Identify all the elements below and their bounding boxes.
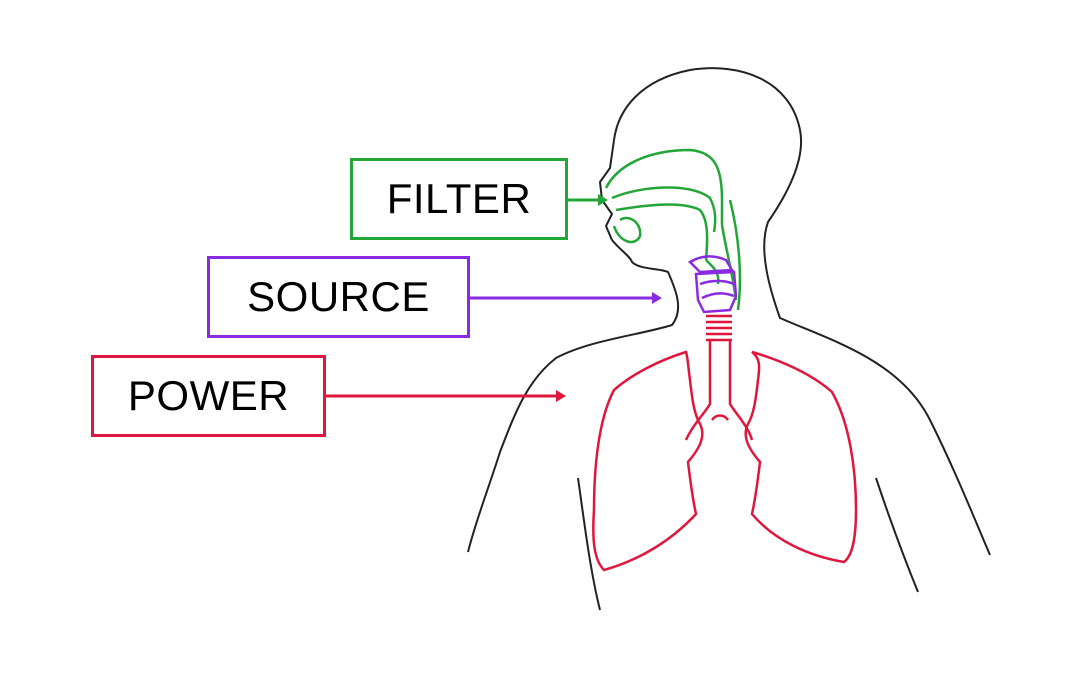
arrow-filter bbox=[568, 194, 608, 206]
vocal-tract-pharynx bbox=[720, 224, 738, 301]
lungs-and-trachea bbox=[592, 314, 858, 572]
source-label: SOURCE bbox=[247, 273, 430, 320]
body-outline bbox=[598, 67, 991, 556]
larynx-fold-lower bbox=[701, 292, 735, 300]
larynx bbox=[687, 255, 738, 314]
arm-line-left bbox=[577, 477, 601, 611]
bronchi-inner bbox=[710, 414, 730, 421]
vocal-tract bbox=[604, 148, 742, 311]
trachea bbox=[684, 340, 754, 441]
arrow-power bbox=[326, 390, 566, 402]
vocal-tract-back bbox=[728, 199, 742, 311]
arm-line-right bbox=[875, 477, 919, 593]
source-label-box: SOURCE bbox=[207, 256, 470, 338]
filter-label: FILTER bbox=[386, 175, 532, 222]
arrow-source bbox=[470, 292, 662, 304]
larynx-top bbox=[687, 255, 735, 274]
body-outline-left bbox=[467, 239, 680, 553]
filter-label-box: FILTER bbox=[350, 158, 568, 240]
lung-left bbox=[592, 350, 704, 572]
power-label: POWER bbox=[127, 372, 290, 419]
vocal-tract-upper bbox=[604, 148, 724, 225]
larynx-body bbox=[694, 270, 738, 314]
vocal-tract-tongue bbox=[615, 203, 709, 261]
vocal-tract-inner bbox=[611, 186, 717, 233]
larynx-fold-upper bbox=[699, 279, 735, 286]
vocal-tract-lower bbox=[612, 216, 642, 244]
power-label-box: POWER bbox=[91, 355, 326, 437]
lung-right bbox=[744, 350, 858, 564]
